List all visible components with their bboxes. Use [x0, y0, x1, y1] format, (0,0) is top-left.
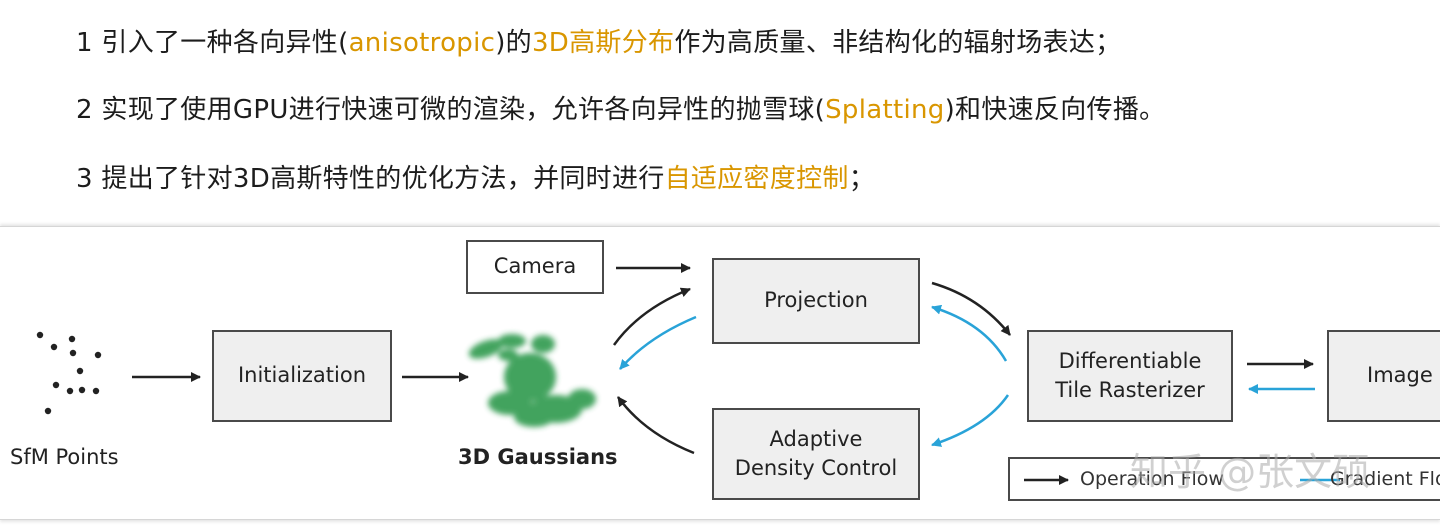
highlight-anisotropic: anisotropic [348, 28, 496, 58]
tile-rasterizer-box: Differentiable Tile Rasterizer [1027, 330, 1233, 422]
projection-box: Projection [712, 258, 920, 344]
gaussians-icon [468, 334, 596, 427]
legend-operation-flow: Operation Flow [1080, 468, 1224, 490]
highlight-adaptive-density: 自适应密度控制 [664, 164, 849, 194]
bullet-3: 3 提出了针对3D高斯特性的优化方法，并同时进行自适应密度控制； [76, 164, 875, 194]
image-box: Image [1327, 330, 1440, 422]
sfm-points-label: SfM Points [10, 445, 119, 469]
bullet-2: 2 实现了使用GPU进行快速可微的渲染，允许各向异性的抛雪球(Splatting… [76, 95, 1166, 125]
bullet-1: 1 引入了一种各向异性(anisotropic)的3D高斯分布作为高质量、非结构… [76, 28, 1122, 58]
legend-gradient-flow: Gradient Flow [1330, 468, 1440, 490]
adaptive-density-control-box: Adaptive Density Control [712, 408, 920, 500]
gaussians-label: 3D Gaussians [458, 445, 618, 469]
highlight-splatting: Splatting [825, 95, 945, 125]
highlight-3d-gaussian: 3D高斯分布 [531, 28, 675, 58]
legend-arrows [1024, 475, 1340, 485]
initialization-box: Initialization [212, 330, 392, 422]
diagram-graphics [36, 263, 1315, 455]
pipeline-diagram: SfM Points Initialization 3D Gaussians C… [0, 226, 1440, 520]
sfm-points-icon [36, 331, 102, 415]
legend: Operation Flow Gradient Flow [1008, 457, 1440, 501]
camera-box: Camera [466, 240, 604, 294]
